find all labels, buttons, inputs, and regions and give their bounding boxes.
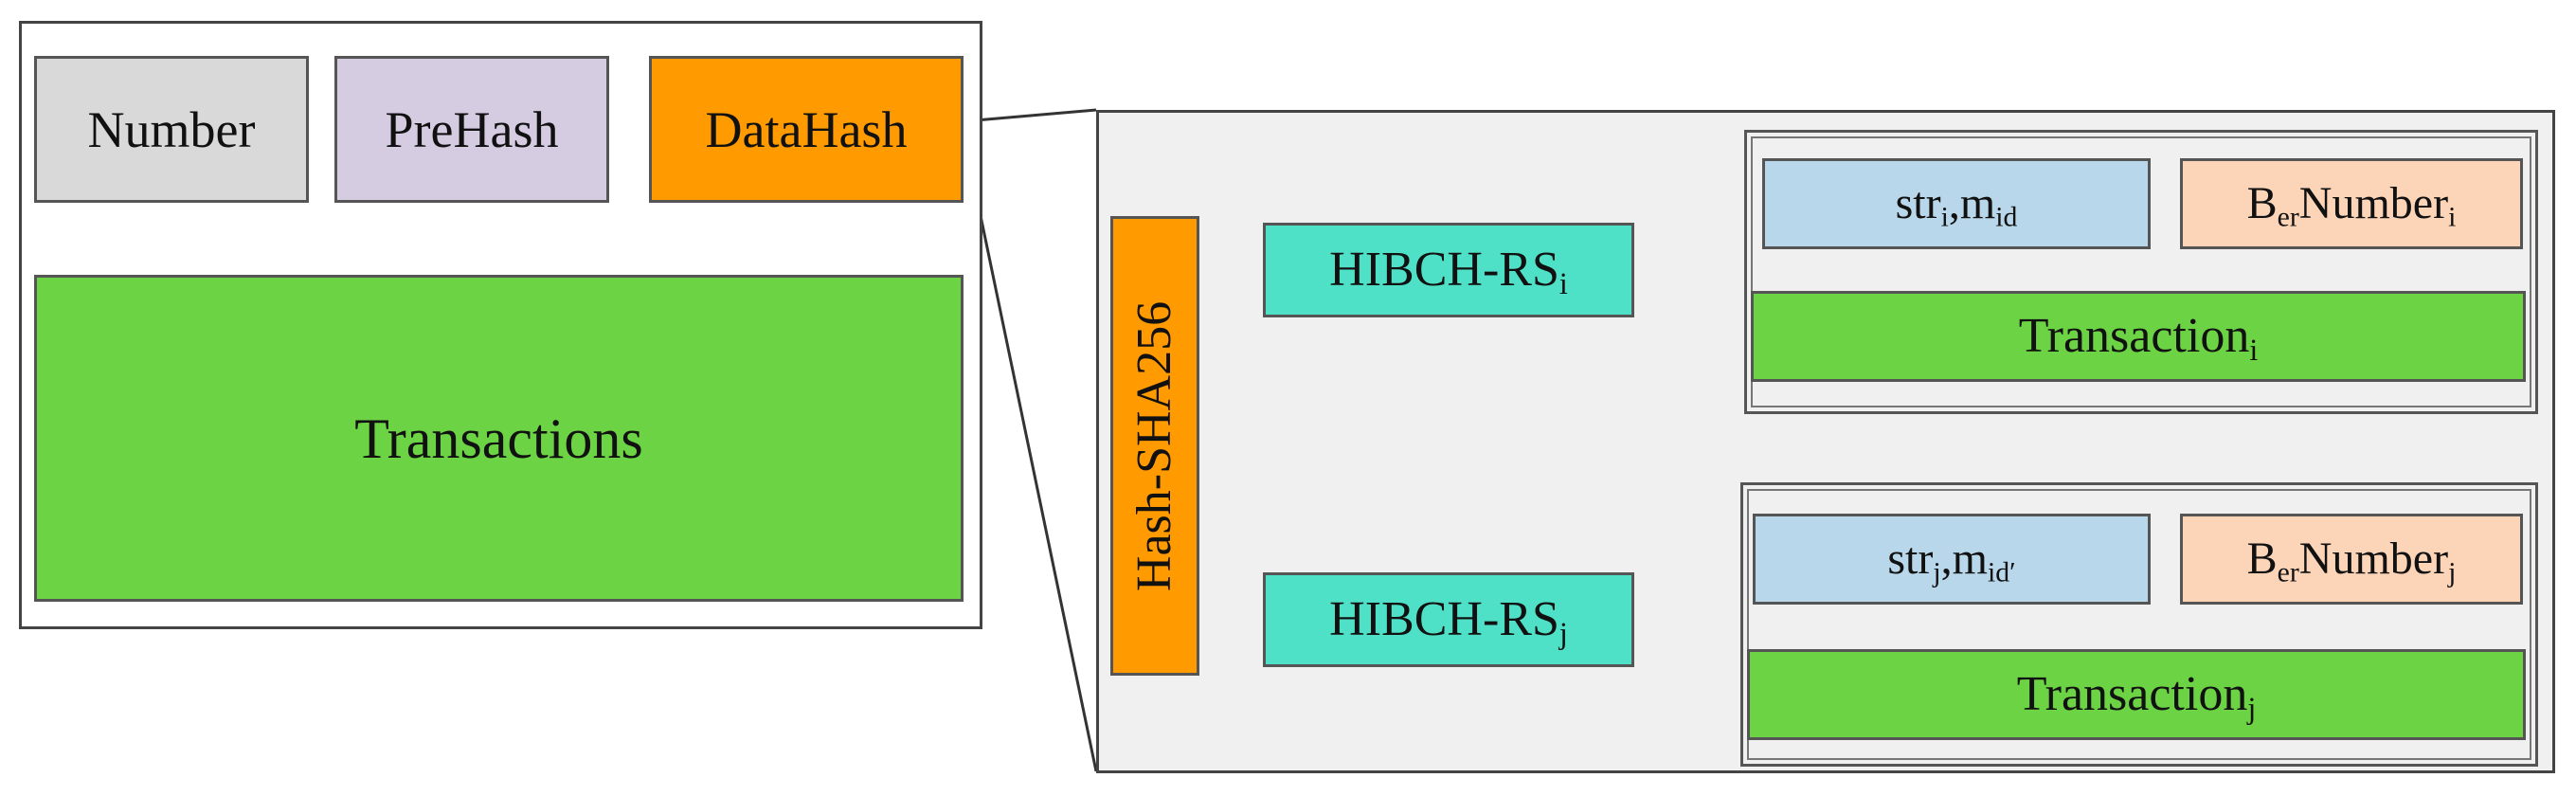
str-j-subscript: j xyxy=(1933,556,1941,588)
ber-j-er-subscript: er xyxy=(2277,556,2299,588)
transaction-j-box: Transactionj xyxy=(1747,649,2526,740)
str-i-label: str xyxy=(1895,178,1941,228)
ber-i-number: Number xyxy=(2298,178,2449,228)
str-mid-j-box: strj,mid′ xyxy=(1753,514,2151,605)
transactions-label: Transactions xyxy=(354,407,643,470)
ber-j-subscript: j xyxy=(2448,556,2457,588)
transaction-group-j: strj,mid′ BerNumberj Transactionj xyxy=(1740,482,2538,767)
ber-i-er-subscript: er xyxy=(2277,201,2299,233)
prehash-label: PreHash xyxy=(385,100,559,158)
ber-j-number: Number xyxy=(2298,534,2449,584)
transaction-j-subscript: j xyxy=(2247,691,2257,726)
transaction-group-i: stri,mid BerNumberi Transactioni xyxy=(1744,130,2538,414)
datahash-label: DataHash xyxy=(705,100,908,158)
hibch-rs-i-label: HIBCH-RS xyxy=(1329,243,1559,297)
transaction-group-i-inner-border xyxy=(1751,136,2531,407)
hash-sha256-box: Hash-SHA256 xyxy=(1110,216,1199,676)
ber-number-j-box: BerNumberj xyxy=(2180,514,2523,605)
transaction-i-subscript: i xyxy=(2249,333,2259,368)
number-label: Number xyxy=(87,100,256,158)
zoom-line-bottom xyxy=(963,137,1098,772)
datahash-field: DataHash xyxy=(649,56,964,203)
ber-i-subscript: i xyxy=(2448,201,2457,233)
hibch-rs-j-label: HIBCH-RS xyxy=(1329,592,1559,646)
hibch-rs-j-subscript: j xyxy=(1558,616,1568,651)
m-j-label: ,m xyxy=(1940,534,1988,584)
ber-number-i-box: BerNumberi xyxy=(2180,158,2523,249)
str-j-label: str xyxy=(1887,534,1934,584)
transactions-field: Transactions xyxy=(34,275,964,602)
datahash-detail-panel: Hash-SHA256 HIBCH-RSi HIBCH-RSj stri,mid… xyxy=(1096,110,2555,773)
transaction-i-label: Transaction xyxy=(2018,309,2250,363)
number-field: Number xyxy=(34,56,309,203)
str-i-subscript: i xyxy=(1940,201,1949,233)
str-mid-i-box: stri,mid xyxy=(1762,158,2151,249)
m-i-subscript: id xyxy=(1995,201,2018,233)
hibch-rs-i-subscript: i xyxy=(1558,266,1568,301)
transaction-group-j-inner-border xyxy=(1747,489,2531,760)
transaction-j-label: Transaction xyxy=(2016,667,2248,721)
hibch-rs-j-box: HIBCH-RSj xyxy=(1263,572,1634,667)
m-j-subscript: id′ xyxy=(1987,556,2016,588)
ber-i-b: B xyxy=(2246,178,2278,228)
prehash-field: PreHash xyxy=(334,56,609,203)
transaction-i-box: Transactioni xyxy=(1751,291,2526,382)
m-i-label: ,m xyxy=(1948,178,1996,228)
zoom-line-top xyxy=(964,108,1097,123)
block-container: Number PreHash DataHash Transactions xyxy=(19,21,982,629)
hibch-rs-i-box: HIBCH-RSi xyxy=(1263,223,1634,317)
ber-j-b: B xyxy=(2246,534,2278,584)
hash-sha256-label: Hash-SHA256 xyxy=(1127,300,1181,591)
